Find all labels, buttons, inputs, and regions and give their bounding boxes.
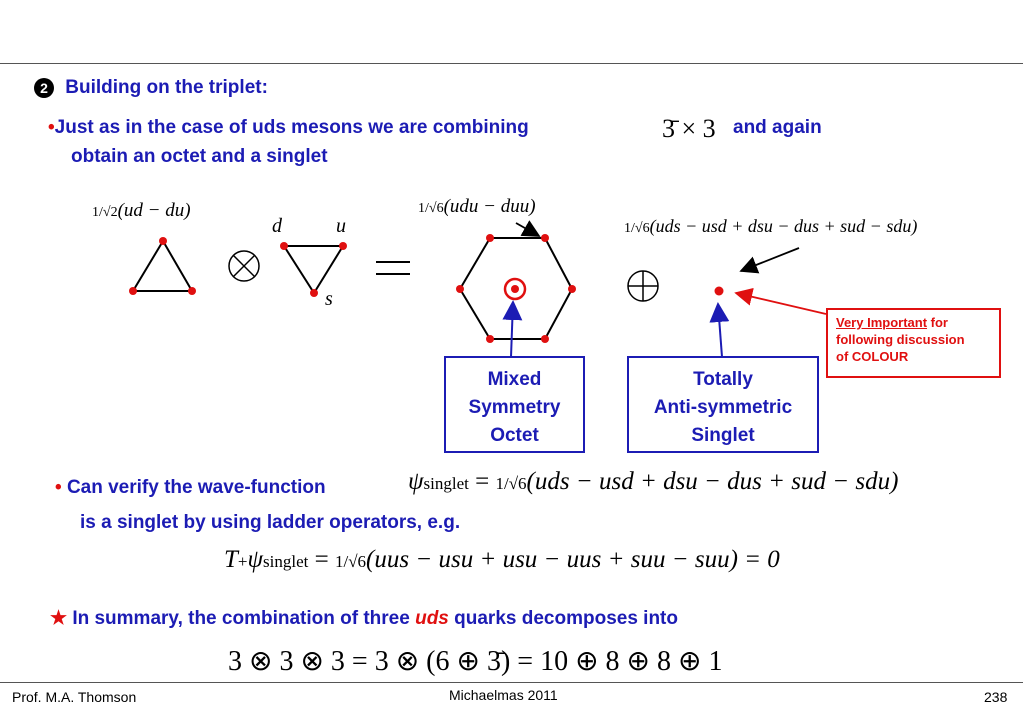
octet-arrow <box>515 220 541 237</box>
decomposition-equation: 3 ⊗ 3 ⊗ 3 = 3 ⊗ (6 ⊕ 3̄) = 10 ⊕ 8 ⊕ 8 ⊕ … <box>228 646 723 677</box>
bullet1-line2: obtain an octet and a singlet <box>71 146 328 167</box>
wf-frac: 1/√6 <box>495 474 527 493</box>
psi-symbol: ψ <box>408 468 424 495</box>
bullet1-text: Just as in the case of uds mesons we are… <box>54 117 529 138</box>
ladder-T: T <box>224 546 238 573</box>
triplet-triangle <box>280 242 347 297</box>
bullet1-mark: • <box>48 117 55 138</box>
otimes-symbol <box>228 250 260 282</box>
star-icon: ★ <box>50 608 68 629</box>
octet-label: 1/√6(udu − duu) <box>418 196 536 218</box>
bullet1-math: 3̄ × 3 <box>662 114 716 143</box>
section-heading: 2 Building on the triplet: <box>34 77 268 99</box>
singlet-label: 1/√6(uds − usd + dsu − dus + sud − sdu) <box>624 216 917 237</box>
octet-hexagon <box>456 234 576 343</box>
octet-frac: 1/√6 <box>418 201 444 216</box>
ladder-psi-sub: singlet <box>263 552 309 571</box>
footer-rule <box>0 682 1023 683</box>
singlet-box-line3: Singlet <box>691 425 755 446</box>
important-note-line3: of COLOUR <box>836 349 909 364</box>
antitriplet-triangle <box>129 237 196 295</box>
important-arrow <box>734 287 827 315</box>
octet-expr: (udu − duu) <box>443 196 536 217</box>
octet-box-arrow <box>502 300 523 358</box>
ladder-sub: + <box>237 552 248 571</box>
top-rule <box>0 63 1023 64</box>
important-note-line2: following discussion <box>836 332 965 347</box>
triplet-label: 1/√2(ud − du) <box>92 200 191 222</box>
singlet-dot <box>714 286 724 296</box>
singlet-box-line1: Totally <box>693 369 753 390</box>
octet-box-line1: Mixed <box>487 369 542 390</box>
quark-s: s <box>325 288 333 310</box>
triplet-frac: 1/√2 <box>92 205 118 220</box>
singlet-expr: (uds − usd + dsu − dus + sud − sdu) <box>649 216 918 236</box>
quark-u: u <box>336 215 346 237</box>
singlet-wavefunction: ψsinglet = 1/√6(uds − usd + dsu − dus + … <box>408 468 899 495</box>
octet-box: Mixed Symmetry Octet <box>444 356 585 453</box>
ladder-equation: T+ψsinglet = 1/√6(uus − usu + usu − uus … <box>224 546 780 573</box>
singlet-arrow <box>739 247 800 274</box>
ladder-psi: ψ <box>247 546 264 573</box>
singlet-box-line2: Anti-symmetric <box>653 397 793 418</box>
oplus-symbol <box>627 270 659 302</box>
footer-term: Michaelmas 2011 <box>449 687 558 703</box>
singlet-box: Totally Anti-symmetric Singlet <box>627 356 819 453</box>
octet-box-line2: Symmetry <box>468 397 561 418</box>
bullet1-line1: •Just as in the case of uds mesons we ar… <box>48 117 529 139</box>
psi-subscript: singlet <box>423 474 469 493</box>
footer-page: 238 <box>984 689 1008 705</box>
important-note: Very Important for following discussion … <box>826 308 1001 378</box>
important-rest: for <box>927 315 948 330</box>
wf-expr: (uds − usd + dsu − dus + sud − sdu) <box>526 468 899 495</box>
summary-line: ★ In summary, the combination of three u… <box>50 607 678 630</box>
singlet-box-arrow <box>709 302 730 358</box>
summary-text-a: In summary, the combination of three <box>72 608 416 629</box>
footer-author: Prof. M.A. Thomson <box>12 689 137 705</box>
triplet-expr: (ud − du) <box>117 200 191 221</box>
important-underlined: Very Important <box>836 315 928 330</box>
ladder-rhs: (uus − usu + usu − uus + suu − suu) = 0 <box>366 546 780 573</box>
ladder-frac: 1/√6 <box>334 552 367 571</box>
summary-uds: uds <box>415 608 449 629</box>
bullet2-line1: • Can verify the wave-function <box>55 477 326 499</box>
bullet1-line1-end: and again <box>733 117 822 138</box>
bullet2-text: Can verify the wave-function <box>66 477 326 498</box>
heading-title: Building on the triplet: <box>65 77 268 98</box>
number-bullet: 2 <box>34 78 54 98</box>
summary-text-b: quarks decomposes into <box>448 608 678 629</box>
bullet2-line2: is a singlet by using ladder operators, … <box>80 512 461 533</box>
octet-box-line3: Octet <box>490 425 539 446</box>
quark-d: d <box>272 215 283 237</box>
equals-symbol <box>376 261 410 275</box>
important-note-line1: Very Important for <box>836 314 991 331</box>
bullet2-mark: • <box>55 477 62 498</box>
singlet-frac: 1/√6 <box>624 221 650 236</box>
